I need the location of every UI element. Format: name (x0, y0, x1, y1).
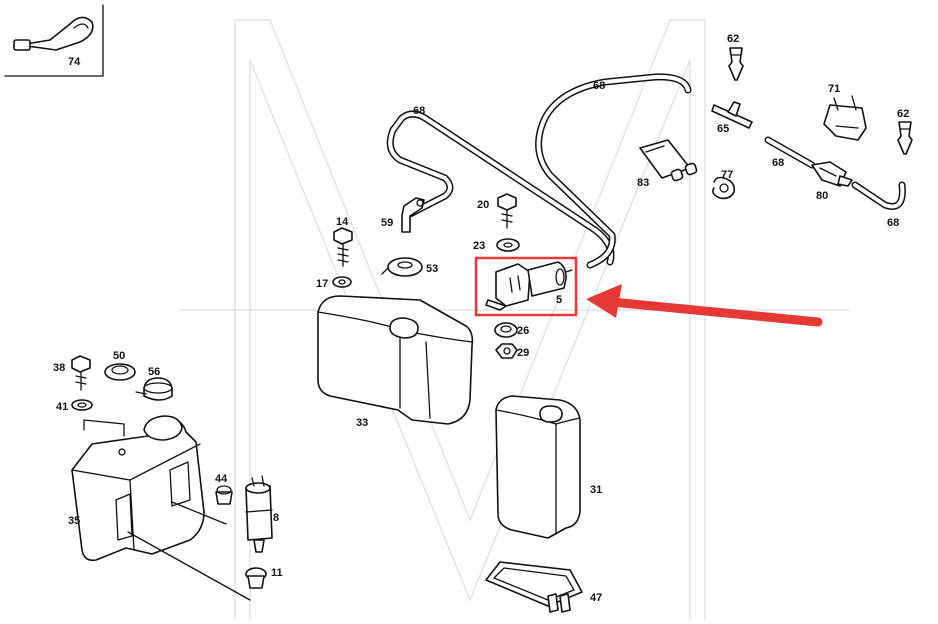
part-26-grommet (494, 322, 518, 338)
leader-lines (83, 419, 251, 601)
part-29-nut (495, 343, 518, 359)
part-53-grommet (381, 257, 423, 277)
label-29: 29 (517, 347, 529, 359)
label-83: 83 (637, 177, 649, 189)
label-26: 26 (517, 325, 529, 337)
label-62-right: 62 (897, 108, 909, 120)
label-68-far-right: 68 (887, 217, 899, 229)
part-71-clip (823, 95, 867, 141)
part-74-cable-tie (4, 4, 104, 77)
callout-labels: 74 62 62 68 68 68 68 71 65 77 83 80 14 5… (53, 33, 909, 604)
label-68-top: 68 (593, 80, 605, 92)
hose-68-right-short (764, 136, 816, 169)
label-35: 35 (68, 515, 80, 527)
part-59-elbow (401, 197, 425, 233)
part-56-filler-cap (135, 377, 173, 401)
part-38-bolt (71, 355, 91, 391)
part-20-bolt (497, 193, 517, 229)
label-8: 8 (273, 512, 279, 524)
part-11-grommet (245, 567, 267, 589)
label-50: 50 (113, 350, 125, 362)
label-77: 77 (721, 169, 733, 181)
label-56: 56 (148, 366, 160, 378)
part-80-check-valve (811, 161, 853, 187)
part-83-connector (639, 139, 698, 182)
hose-68-right-bent (851, 181, 906, 210)
label-59: 59 (381, 217, 393, 229)
part-50-grommet (104, 363, 136, 381)
label-11: 11 (271, 567, 283, 579)
label-5: 5 (556, 294, 562, 306)
label-23: 23 (473, 240, 485, 252)
label-65: 65 (717, 123, 729, 135)
part-77-clamp (712, 176, 736, 200)
part-41-washer (71, 399, 93, 411)
label-68-left: 68 (413, 105, 425, 117)
pointer-arrow (586, 284, 823, 327)
label-47: 47 (590, 592, 602, 604)
label-31: 31 (590, 484, 602, 496)
label-74: 74 (68, 56, 81, 68)
part-62-fitting-right (897, 121, 913, 155)
label-20: 20 (477, 199, 489, 211)
part-47-bracket (485, 561, 583, 613)
part-5-washer-pump (485, 261, 573, 311)
part-31-tank (495, 395, 581, 539)
part-65-t-connector (711, 101, 753, 129)
hose-68-left (386, 110, 615, 266)
label-80: 80 (816, 190, 828, 202)
part-17-washer (332, 276, 352, 288)
label-17: 17 (316, 278, 328, 290)
pump-highlight-box (474, 256, 578, 317)
part-62-fitting-top (728, 47, 744, 81)
part-33-reservoir (317, 295, 474, 425)
label-41: 41 (56, 401, 68, 413)
label-68-right: 68 (772, 157, 784, 169)
part-35-reservoir (71, 415, 205, 562)
part-14-bolt (333, 227, 353, 267)
part-8-pump (245, 475, 273, 553)
label-53: 53 (426, 263, 438, 275)
hose-68-top (535, 73, 692, 269)
label-62-top: 62 (727, 33, 739, 45)
part-23-washer (496, 238, 520, 252)
label-33: 33 (356, 417, 368, 429)
label-44: 44 (215, 473, 228, 485)
label-71: 71 (828, 83, 840, 95)
label-14: 14 (336, 216, 349, 228)
part-44-grommet (215, 485, 233, 505)
label-38: 38 (53, 362, 65, 374)
